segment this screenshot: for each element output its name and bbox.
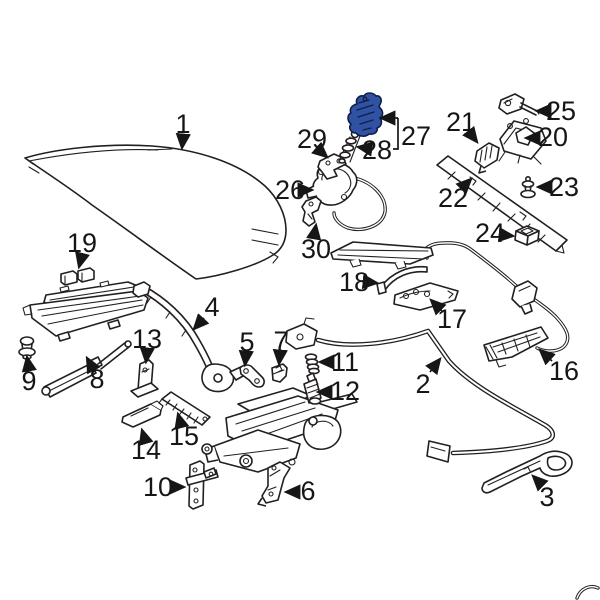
part-1-trunk-lid[interactable] bbox=[24, 144, 287, 280]
left-seal-panel bbox=[22, 280, 149, 342]
callout-7[interactable]: 7 bbox=[273, 326, 288, 356]
corner-cable-end bbox=[575, 584, 600, 600]
callout-1[interactable]: 1 bbox=[175, 109, 190, 139]
callout-19[interactable]: 19 bbox=[67, 228, 97, 258]
callout-3[interactable]: 3 bbox=[539, 482, 554, 512]
part-21-bracket[interactable] bbox=[474, 142, 500, 174]
part-18-molding[interactable] bbox=[376, 265, 428, 295]
callout-12[interactable]: 12 bbox=[330, 376, 360, 406]
part-24-block[interactable] bbox=[514, 225, 540, 246]
leader-30 bbox=[306, 222, 322, 241]
leader-3 bbox=[531, 474, 549, 492]
callout-14[interactable]: 14 bbox=[131, 435, 161, 465]
callout-20[interactable]: 20 bbox=[538, 122, 568, 152]
callout-labels: 1 2 3 4 5 6 7 8 9 10 11 12 13 14 15 16 1… bbox=[21, 96, 579, 512]
leader-15 bbox=[174, 411, 190, 430]
callout-26[interactable]: 26 bbox=[275, 175, 305, 205]
callout-28[interactable]: 28 bbox=[362, 135, 392, 165]
part-6-bracket[interactable] bbox=[257, 461, 291, 507]
callout-30[interactable]: 30 bbox=[301, 234, 331, 264]
part-7-clip[interactable] bbox=[271, 363, 288, 383]
part-10-bracket[interactable] bbox=[185, 460, 219, 510]
central-drive-assembly bbox=[201, 387, 358, 473]
part-27-actuator[interactable] bbox=[347, 92, 384, 137]
callout-16[interactable]: 16 bbox=[549, 356, 579, 386]
callout-24[interactable]: 24 bbox=[475, 218, 505, 248]
leader-19 bbox=[75, 251, 90, 270]
leader-7 bbox=[272, 348, 288, 367]
part-25-pin[interactable] bbox=[498, 93, 540, 116]
callout-23[interactable]: 23 bbox=[549, 172, 579, 202]
callout-13[interactable]: 13 bbox=[132, 324, 162, 354]
callout-2[interactable]: 2 bbox=[415, 369, 430, 399]
leader-9 bbox=[21, 354, 37, 373]
leader-2 bbox=[425, 356, 442, 376]
leader-5 bbox=[238, 349, 254, 368]
callout-17[interactable]: 17 bbox=[437, 304, 467, 334]
leader-4 bbox=[192, 313, 210, 331]
leader-18 bbox=[361, 273, 380, 290]
part-13-bracket[interactable] bbox=[130, 359, 159, 398]
callout-15[interactable]: 15 bbox=[169, 421, 199, 451]
part-5-bracket[interactable] bbox=[239, 364, 265, 388]
leader-16 bbox=[538, 348, 556, 366]
part-23-clip[interactable] bbox=[520, 176, 536, 199]
leader-21 bbox=[462, 125, 479, 145]
callout-27[interactable]: 27 bbox=[401, 121, 431, 151]
callout-8[interactable]: 8 bbox=[89, 364, 104, 394]
part-19-clip[interactable] bbox=[60, 267, 95, 286]
leader-17 bbox=[429, 298, 447, 316]
leader-1 bbox=[175, 132, 191, 151]
part-2-bow-tube[interactable] bbox=[285, 317, 556, 463]
callout-21[interactable]: 21 bbox=[446, 107, 476, 137]
callout-29[interactable]: 29 bbox=[297, 124, 327, 154]
part-8-gas-strut[interactable] bbox=[41, 340, 132, 398]
part-14-plate[interactable] bbox=[121, 400, 164, 428]
leader-29 bbox=[311, 141, 329, 159]
callout-25[interactable]: 25 bbox=[546, 96, 576, 126]
leader-lines bbox=[21, 103, 556, 500]
part-11-buffer[interactable] bbox=[304, 353, 320, 375]
leader-24 bbox=[497, 226, 516, 243]
leader-8 bbox=[85, 355, 101, 375]
leader-27-bracket bbox=[393, 118, 399, 150]
leader-28 bbox=[355, 141, 374, 157]
callout-6[interactable]: 6 bbox=[300, 476, 315, 506]
part-28-bolt[interactable] bbox=[338, 129, 361, 164]
leader-22 bbox=[455, 177, 473, 195]
cable-guide bbox=[511, 280, 538, 315]
callout-5[interactable]: 5 bbox=[239, 327, 254, 357]
part-30-bracket[interactable] bbox=[301, 196, 322, 227]
leader-13 bbox=[139, 346, 155, 365]
release-cable bbox=[422, 241, 570, 353]
part-3-rail[interactable] bbox=[481, 450, 573, 494]
callout-4[interactable]: 4 bbox=[204, 292, 219, 322]
part-9-grommet[interactable] bbox=[18, 336, 36, 360]
leader-14 bbox=[138, 427, 154, 447]
upper-trim-panel bbox=[330, 241, 434, 270]
callout-18[interactable]: 18 bbox=[339, 267, 369, 297]
callout-11[interactable]: 11 bbox=[331, 347, 359, 377]
part-16-deflector[interactable] bbox=[483, 326, 549, 368]
callout-10[interactable]: 10 bbox=[143, 472, 173, 502]
callout-9[interactable]: 9 bbox=[21, 366, 36, 396]
callout-22[interactable]: 22 bbox=[438, 183, 468, 213]
